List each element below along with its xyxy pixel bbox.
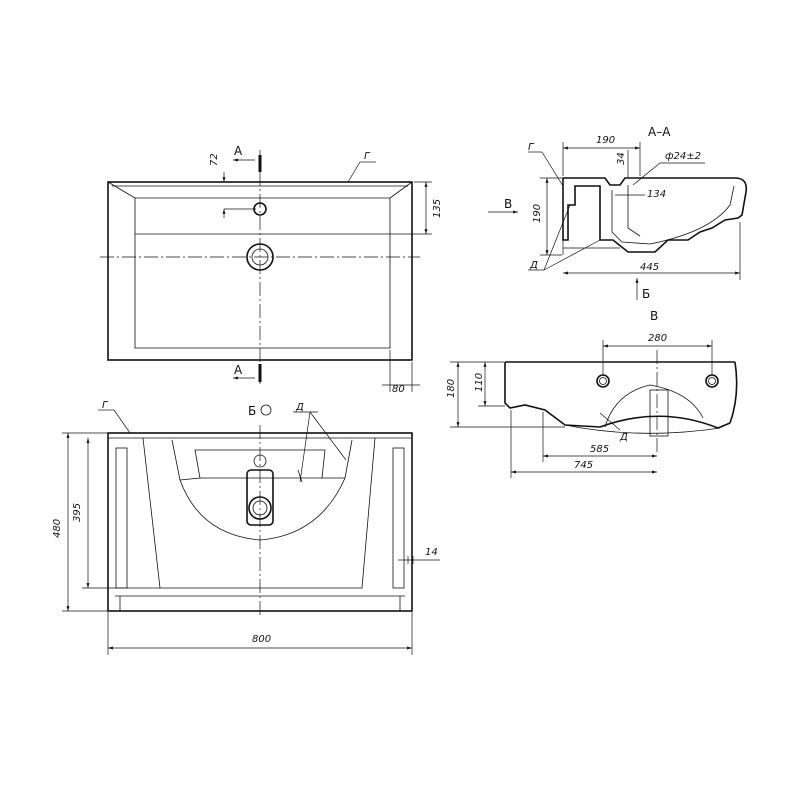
section-a-label-bottom: A [234, 363, 243, 377]
marker-g-section: Г [528, 142, 535, 153]
dim-745: 745 [574, 460, 593, 471]
marker-d-front: Д [295, 402, 304, 413]
section-profile [562, 177, 748, 253]
dim-800: 800 [252, 634, 271, 645]
dim-480: 480 [52, 519, 63, 538]
view-v-title: В [650, 309, 658, 323]
dim-445: 445 [640, 262, 659, 273]
dim-190-width: 190 [596, 135, 615, 146]
dim-585: 585 [590, 444, 609, 455]
dim-phi: ф24±2 [665, 151, 701, 162]
dim-34: 34 [616, 152, 627, 165]
dim-135: 135 [432, 199, 443, 218]
dim-280: 280 [648, 333, 667, 344]
dim-190-height: 190 [532, 204, 543, 223]
view-b-arrow-label: Б [642, 287, 650, 301]
dim-180: 180 [446, 379, 457, 398]
section-aa-title: A–A [648, 125, 671, 139]
dim-395: 395 [72, 503, 83, 522]
marker-d-side: Д [619, 432, 628, 443]
side-hole-left [596, 374, 610, 388]
section-aa-view: A–A 190 190 34 ф24±2 134 445 Г [488, 125, 748, 301]
side-outline [504, 361, 738, 429]
view-v: В 280 180 110 585 745 Д [446, 309, 738, 478]
front-left-rib [115, 447, 128, 589]
marker-d-section: Д [529, 260, 538, 271]
view-b-label: Б [248, 404, 256, 418]
front-pedestal [142, 437, 376, 589]
front-right-rib [392, 447, 405, 589]
front-view: Б Д Г 480 395 800 14 [52, 400, 440, 655]
dim-72: 72 [209, 153, 220, 166]
top-view: A A 72 135 80 Г [100, 144, 443, 395]
dim-134: 134 [647, 189, 666, 200]
view-v-arrow-label: В [504, 197, 512, 211]
dim-80: 80 [392, 384, 405, 395]
dim-110: 110 [474, 373, 485, 392]
section-a-label-top: A [234, 144, 243, 158]
marker-g-top: Г [364, 151, 371, 162]
side-hole-right [705, 374, 719, 388]
dim-14: 14 [425, 547, 438, 558]
marker-g-front: Г [102, 400, 109, 411]
top-inner-bevel [107, 181, 413, 349]
